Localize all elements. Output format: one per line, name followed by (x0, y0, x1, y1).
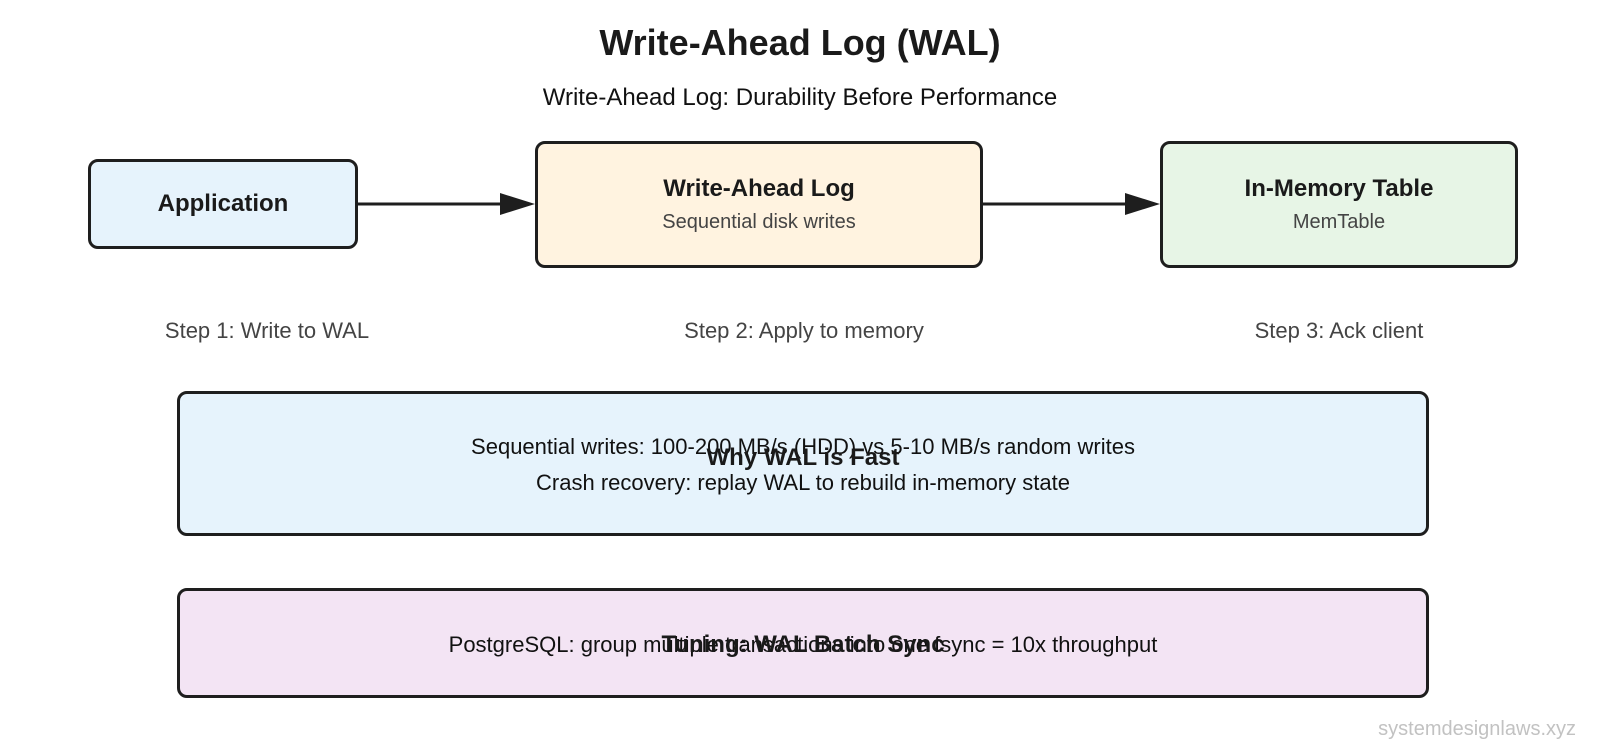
diagram-title: Write-Ahead Log (WAL) (599, 22, 1001, 63)
wal-label: Write-Ahead Log (663, 175, 855, 202)
why-fast-line-2: Crash recovery: replay WAL to rebuild in… (536, 470, 1070, 495)
wal-sublabel: Sequential disk writes (662, 211, 856, 233)
step-3-label: Step 3: Ack client (1254, 318, 1424, 343)
why-fast-title: Why WAL is Fast (706, 444, 900, 471)
tuning-panel: PostgreSQL: group multiple transactions … (177, 588, 1429, 698)
memtable-sublabel: MemTable (1292, 211, 1386, 233)
memtable-label: In-Memory Table (1244, 175, 1434, 202)
arrow-app-to-wal (358, 193, 535, 215)
why-wal-fast-panel: Sequential writes: 100-200 MB/s (HDD) vs… (177, 391, 1429, 536)
wal-node: Write-Ahead Log Sequential disk writes (535, 141, 983, 268)
application-label: Application (157, 190, 289, 217)
memtable-node: In-Memory Table MemTable (1160, 141, 1518, 268)
diagram-subtitle: Write-Ahead Log: Durability Before Perfo… (542, 84, 1058, 111)
step-1-label: Step 1: Write to WAL (164, 318, 370, 343)
why-fast-line-1: Sequential writes: 100-200 MB/s (HDD) vs… (471, 434, 1135, 459)
watermark: systemdesignlaws.xyz (1378, 718, 1576, 740)
arrow-wal-to-memtable (983, 193, 1160, 215)
tuning-title: Tuning: WAL Batch Sync (661, 631, 945, 658)
application-node: Application (88, 159, 358, 249)
step-2-label: Step 2: Apply to memory (684, 318, 924, 343)
tuning-line-1: PostgreSQL: group multiple transactions … (448, 632, 1158, 657)
